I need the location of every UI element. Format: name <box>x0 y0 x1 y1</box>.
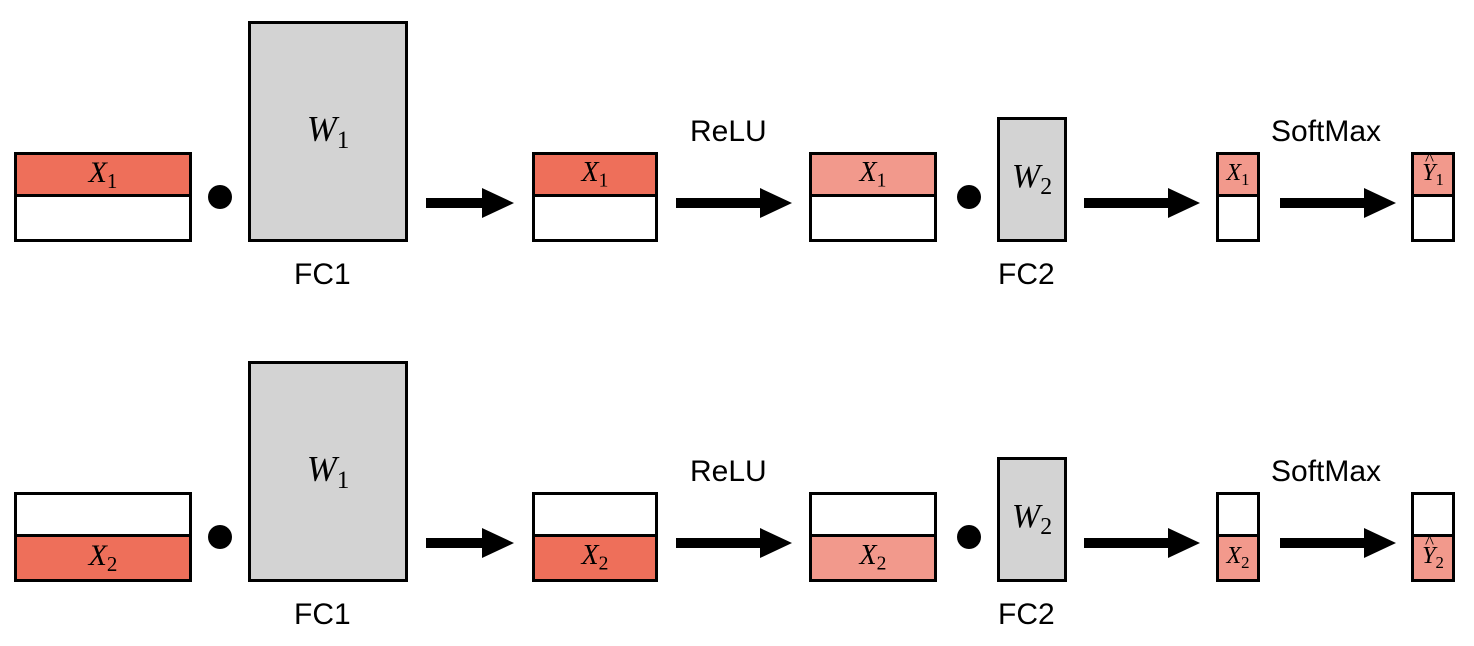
input-matrix: X2 <box>14 492 192 582</box>
fc1-output-row-highlighted: X1 <box>535 155 655 197</box>
fc1-output-row-empty <box>535 495 655 537</box>
dot-product-icon <box>208 525 232 549</box>
fc1-label: FC1 <box>294 598 351 631</box>
fc1-weight-matrix: W1 <box>248 361 408 582</box>
prediction-matrix: Y2 <box>1411 492 1455 582</box>
relu-output-matrix: X1 <box>809 152 937 242</box>
arrow-icon <box>426 188 514 218</box>
prediction-row-empty <box>1414 197 1452 239</box>
relu-output-row-highlighted: X2 <box>812 537 934 579</box>
softmax-label: SoftMax <box>1271 115 1382 148</box>
relu-output-row-empty <box>812 495 934 537</box>
dot-product-icon <box>208 185 232 209</box>
input-row-empty <box>17 197 189 239</box>
relu-label: ReLU <box>690 455 767 488</box>
arrow-icon <box>1084 188 1200 218</box>
relu-output-row-highlighted: X1 <box>812 155 934 197</box>
fc1-output-matrix: X1 <box>532 152 658 242</box>
fc2-output-row-empty <box>1219 197 1257 239</box>
arrow-icon <box>1280 528 1396 558</box>
arrow-icon <box>426 528 514 558</box>
relu-output-matrix: X2 <box>809 492 937 582</box>
input-row-highlighted: X2 <box>17 537 189 579</box>
softmax-label: SoftMax <box>1271 455 1382 488</box>
fc2-label: FC2 <box>998 598 1055 631</box>
fc2-weight-matrix: W2 <box>997 457 1067 582</box>
prediction-row-highlighted: Y1 <box>1414 155 1452 197</box>
arrow-icon <box>676 188 792 218</box>
fc2-output-matrix: X2 <box>1216 492 1260 582</box>
fc1-label: FC1 <box>294 258 351 291</box>
prediction-row-highlighted: Y2 <box>1414 537 1452 579</box>
relu-label: ReLU <box>690 115 767 148</box>
arrow-icon <box>676 528 792 558</box>
fc2-output-row-empty <box>1219 495 1257 537</box>
fc1-output-row-highlighted: X2 <box>535 537 655 579</box>
fc2-label: FC2 <box>998 258 1055 291</box>
fc1-weight-matrix: W1 <box>248 21 408 242</box>
input-row-highlighted: X1 <box>17 155 189 197</box>
dot-product-icon <box>957 525 981 549</box>
fc2-output-row-highlighted: X2 <box>1219 537 1257 579</box>
arrow-icon <box>1084 528 1200 558</box>
fc2-output-row-highlighted: X1 <box>1219 155 1257 197</box>
relu-output-row-empty <box>812 197 934 239</box>
fc1-output-matrix: X2 <box>532 492 658 582</box>
input-matrix: X1 <box>14 152 192 242</box>
fc2-output-matrix: X1 <box>1216 152 1260 242</box>
input-row-empty <box>17 495 189 537</box>
prediction-row-empty <box>1414 495 1452 537</box>
arrow-icon <box>1280 188 1396 218</box>
dot-product-icon <box>957 185 981 209</box>
fc2-weight-matrix: W2 <box>997 117 1067 242</box>
fc1-output-row-empty <box>535 197 655 239</box>
prediction-matrix: Y1 <box>1411 152 1455 242</box>
